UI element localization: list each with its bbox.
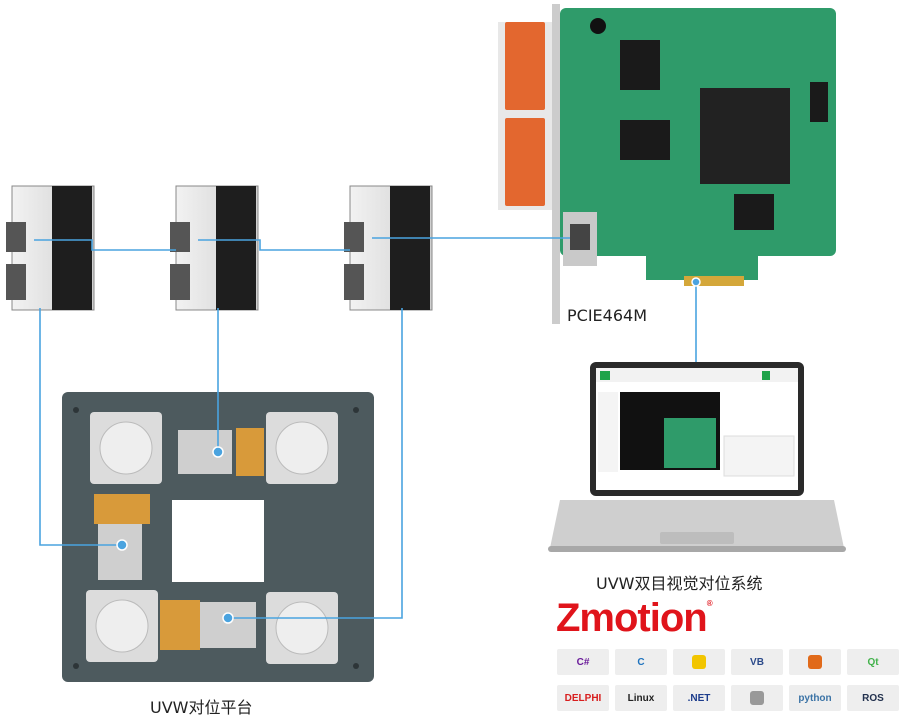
ethercat-link-1-2 [34,239,176,251]
zmotion-logo: Zmotion® [556,596,713,640]
drive1-to-motor [39,308,122,546]
servo-drive-3 [344,185,433,311]
logo-tile: ROS [847,685,899,711]
platform-label: UVW对位平台 [150,698,253,717]
logo-tile [673,649,725,675]
motor-node-left [116,539,128,551]
csharp-icon: C# [576,656,590,668]
cpp-icon: C [637,656,645,668]
connection-wires [34,237,697,619]
logo-tile: python [789,685,841,711]
vb-icon: VB [750,656,764,668]
servo-drive-2 [170,185,259,311]
card-port-node [691,277,701,287]
motor-node-top [212,446,224,458]
logo-tile: .NET [673,685,725,711]
logo-tile: Linux [615,685,667,711]
linux-icon: Linux [627,692,655,704]
logo-tile: DELPHI [557,685,609,711]
laptop-label: UVW双目视觉对位系统 [596,574,763,593]
servo-drive-1 [6,185,95,311]
uvw-platform [62,392,374,682]
delphi-icon: DELPHI [564,692,602,704]
logo-tile [789,649,841,675]
pcie-card [498,4,836,324]
python-icon: python [798,692,832,704]
matlab-icon [808,655,822,669]
labview-icon [692,655,706,669]
dotnet-icon: .NET [687,692,711,704]
logo-tile: C# [557,649,609,675]
logo-tile: Qt [847,649,899,675]
logo-tile [731,685,783,711]
motor-node-bottom [222,612,234,624]
qt-icon: Qt [867,656,879,668]
drive3-to-motor [228,308,403,619]
card-label: PCIE464M [567,306,647,325]
ethercat-link-2-3 [198,239,350,251]
ros-icon: ROS [862,692,884,704]
logo-tile: C [615,649,667,675]
laptop [548,362,846,552]
apple-icon [750,691,764,705]
logo-tile: VB [731,649,783,675]
